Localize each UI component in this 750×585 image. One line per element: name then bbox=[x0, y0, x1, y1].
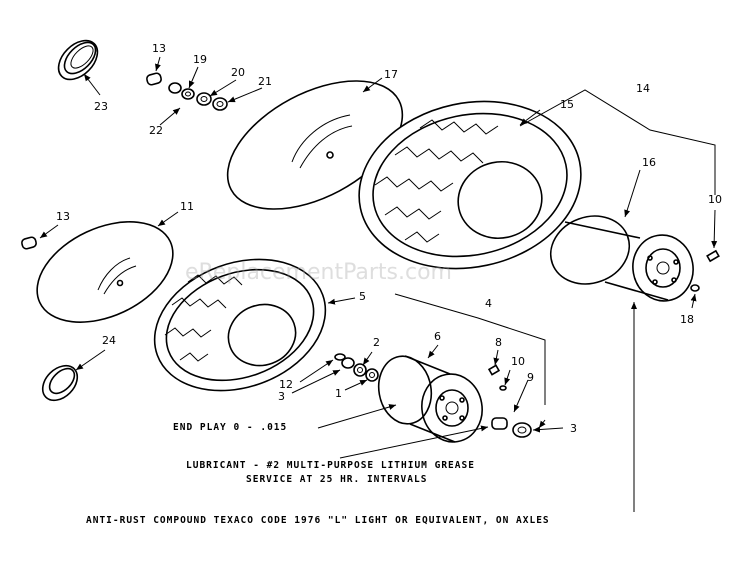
seal-part-23 bbox=[57, 39, 99, 81]
callout-10-right: 10 bbox=[708, 193, 722, 206]
washers-front bbox=[334, 353, 379, 382]
fitting-part-18 bbox=[690, 284, 700, 292]
washers-top bbox=[168, 82, 228, 111]
anti-rust-note: ANTI-RUST COMPOUND TEXACO CODE 1976 "L" … bbox=[86, 515, 550, 526]
callout-9: 9 bbox=[527, 371, 534, 384]
wheel-rim-part-6 bbox=[377, 355, 483, 443]
callout-10-front: 10 bbox=[511, 355, 525, 368]
callout-12: 12 bbox=[279, 378, 293, 391]
callout-5: 5 bbox=[359, 290, 366, 303]
callout-2: 2 bbox=[373, 336, 380, 349]
cap-and-washer-front bbox=[491, 417, 532, 438]
callout-3-right: 3 bbox=[570, 422, 577, 435]
fitting-part-10-front bbox=[499, 385, 507, 391]
callout-11: 11 bbox=[180, 200, 194, 213]
tire-part-5 bbox=[153, 258, 327, 392]
callout-labels: 23 13 19 20 21 22 17 14 15 16 10 18 13 1… bbox=[56, 42, 722, 435]
cap-part-13-top bbox=[146, 72, 162, 86]
inner-tube-part-17 bbox=[226, 80, 404, 210]
callout-17: 17 bbox=[384, 68, 398, 81]
callout-14: 14 bbox=[636, 82, 650, 95]
callout-8: 8 bbox=[495, 336, 502, 349]
inner-tube-part-11 bbox=[36, 221, 174, 323]
callout-1: 1 bbox=[335, 387, 342, 400]
end-play-note: END PLAY 0 - .015 bbox=[173, 422, 288, 433]
seal-part-24 bbox=[41, 364, 79, 402]
lubricant-note: LUBRICANT - #2 MULTI-PURPOSE LITHIUM GRE… bbox=[186, 460, 475, 471]
watermark: eReplacementParts.com bbox=[185, 260, 452, 285]
callout-24: 24 bbox=[102, 334, 116, 347]
callout-4: 4 bbox=[485, 297, 492, 310]
tire-part-15 bbox=[358, 100, 582, 270]
wheel-rim-part-16 bbox=[549, 215, 694, 302]
callout-23: 23 bbox=[94, 100, 108, 113]
cap-part-13-mid bbox=[21, 236, 37, 250]
callout-13-top: 13 bbox=[152, 42, 166, 55]
callout-19: 19 bbox=[193, 53, 207, 66]
callout-21: 21 bbox=[258, 75, 272, 88]
leader-lines bbox=[39, 56, 718, 512]
callout-6: 6 bbox=[434, 330, 441, 343]
callout-3-front: 3 bbox=[278, 390, 285, 403]
callout-16: 16 bbox=[642, 156, 656, 169]
callout-22: 22 bbox=[149, 124, 163, 137]
service-note: SERVICE AT 25 HR. INTERVALS bbox=[246, 474, 428, 485]
callout-20: 20 bbox=[231, 66, 245, 79]
callout-18: 18 bbox=[680, 313, 694, 326]
callout-13-mid: 13 bbox=[56, 210, 70, 223]
fitting-part-8 bbox=[487, 364, 501, 376]
fitting-part-10-right bbox=[706, 249, 720, 263]
callout-15: 15 bbox=[560, 98, 574, 111]
